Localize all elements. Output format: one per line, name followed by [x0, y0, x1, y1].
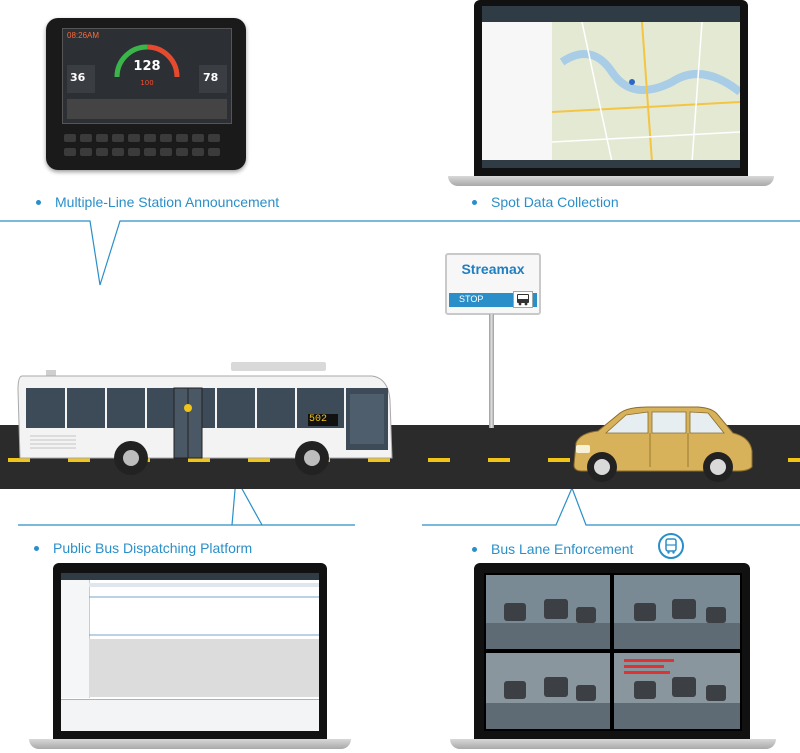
- terminal-keypad: [64, 132, 228, 162]
- stop-sign-brand: Streamax: [461, 261, 525, 277]
- terminal-gauge-value: 100: [140, 79, 154, 87]
- bullet-icon: [472, 546, 477, 552]
- caption-dispatching-text: Public Bus Dispatching Platform: [53, 540, 253, 556]
- map-screen: [482, 6, 740, 168]
- dispatch-screen: [61, 573, 319, 731]
- bus-stop-sign: Streamax STOP: [445, 253, 541, 315]
- terminal-screen: 08:26AM 128 36 78 100: [62, 28, 232, 124]
- laptop-dispatching: [29, 563, 351, 753]
- terminal-speed: 128: [133, 59, 161, 74]
- video-grid: [484, 573, 742, 731]
- map-view: [552, 22, 740, 162]
- caption-enforcement-text: Bus Lane Enforcement: [491, 541, 634, 557]
- bus-lane-icon: [658, 533, 684, 559]
- bus-icon: [513, 291, 533, 308]
- caption-announcement-text: Multiple-Line Station Announcement: [55, 194, 280, 210]
- speed-gauge: [67, 44, 227, 119]
- bullet-icon: [34, 545, 39, 551]
- terminal-left-value: 36: [70, 71, 86, 84]
- bullet-icon: [472, 199, 477, 205]
- caption-enforcement: Bus Lane Enforcement: [472, 541, 633, 557]
- terminal-right-value: 78: [203, 71, 219, 84]
- terminal-time: 08:26AM: [67, 31, 100, 40]
- bus-route-number: 502: [309, 414, 328, 425]
- car-illustration: [573, 406, 753, 482]
- caption-announcement: Multiple-Line Station Announcement: [36, 194, 279, 210]
- laptop-map: [448, 0, 774, 190]
- bus-illustration: [17, 362, 393, 475]
- bullet-icon: [36, 199, 41, 205]
- stop-sign-label: STOP: [459, 294, 484, 304]
- caption-dispatching: Public Bus Dispatching Platform: [34, 540, 252, 556]
- caption-spot-data: Spot Data Collection: [472, 194, 619, 210]
- caption-spot-data-text: Spot Data Collection: [491, 194, 619, 210]
- sign-pole: [489, 314, 494, 428]
- laptop-enforcement: [450, 563, 776, 753]
- vehicle-terminal-device: 08:26AM 128 36 78 100: [46, 18, 246, 170]
